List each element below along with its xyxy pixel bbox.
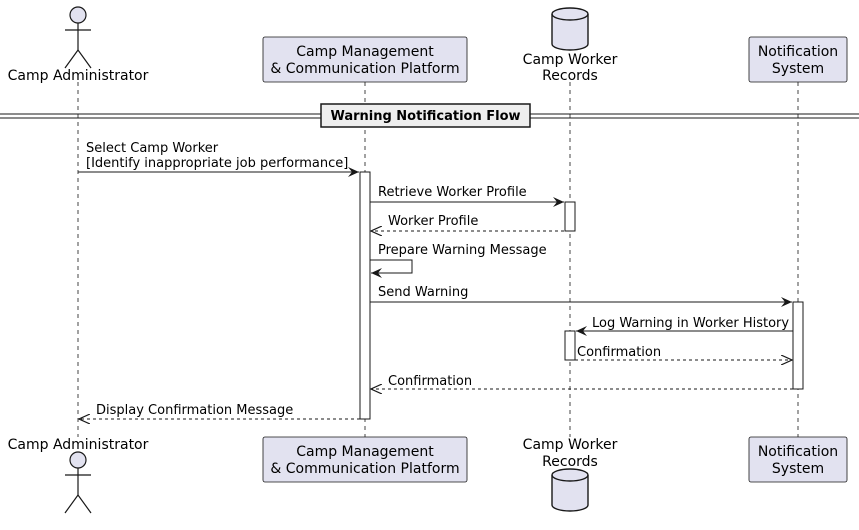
participant-label-notify: System bbox=[772, 461, 824, 477]
actor-admin-bottom: Camp Administrator bbox=[8, 437, 149, 514]
message-label-4: Send Warning bbox=[378, 285, 468, 300]
actor-head bbox=[69, 6, 87, 24]
participant-label-records: Camp Worker bbox=[523, 52, 618, 68]
participant-box bbox=[748, 36, 848, 83]
participant-platform-top: Camp Management& Communication Platform bbox=[262, 36, 468, 83]
message-label-2: Worker Profile bbox=[388, 214, 478, 229]
participant-label-platform: Camp Management bbox=[296, 444, 434, 460]
actor-head bbox=[69, 451, 87, 469]
participant-label-records: Records bbox=[542, 68, 598, 84]
database-body bbox=[551, 468, 589, 512]
participant-box bbox=[262, 436, 468, 483]
participant-label-records: Camp Worker bbox=[523, 437, 618, 453]
database-rim bbox=[551, 13, 589, 21]
message-label-3: Prepare Warning Message bbox=[378, 243, 547, 258]
participant-label-notify: Notification bbox=[758, 44, 838, 60]
participant-label-admin: Camp Administrator bbox=[8, 437, 149, 453]
actor-admin-top: Camp Administrator bbox=[8, 6, 149, 84]
participant-platform-bottom: Camp Management& Communication Platform bbox=[262, 436, 468, 483]
message-label-0: Select Camp Worker bbox=[86, 141, 219, 156]
database-rim bbox=[551, 474, 589, 482]
database-body bbox=[551, 7, 589, 51]
participant-label-notify: Notification bbox=[758, 444, 838, 460]
participant-label-notify: System bbox=[772, 61, 824, 77]
participant-label-records: Records bbox=[542, 454, 598, 470]
activation-notify bbox=[792, 301, 804, 390]
participant-label-platform: & Communication Platform bbox=[270, 61, 459, 77]
message-label-1: Retrieve Worker Profile bbox=[378, 185, 527, 200]
participant-box bbox=[262, 36, 468, 83]
actor-legs bbox=[64, 48, 92, 69]
divider-box bbox=[320, 103, 531, 128]
activation-platform bbox=[359, 171, 371, 420]
message-label-0: [Identify inappropriate job performance] bbox=[86, 156, 348, 171]
message-label-7: Confirmation bbox=[388, 374, 472, 389]
message-label-6: Confirmation bbox=[577, 345, 661, 360]
message-label-5: Log Warning in Worker History bbox=[592, 316, 789, 331]
participant-label-admin: Camp Administrator bbox=[8, 68, 149, 84]
participant-label-platform: & Communication Platform bbox=[270, 461, 459, 477]
message-label-8: Display Confirmation Message bbox=[96, 403, 293, 418]
message-arrow-3 bbox=[370, 259, 413, 278]
participant-box bbox=[748, 436, 848, 483]
activation-records-2 bbox=[564, 330, 576, 361]
participant-label-platform: Camp Management bbox=[296, 44, 434, 60]
activation-records-1 bbox=[564, 201, 576, 232]
actor-legs bbox=[64, 493, 92, 514]
divider-label: Warning Notification Flow bbox=[330, 109, 520, 124]
